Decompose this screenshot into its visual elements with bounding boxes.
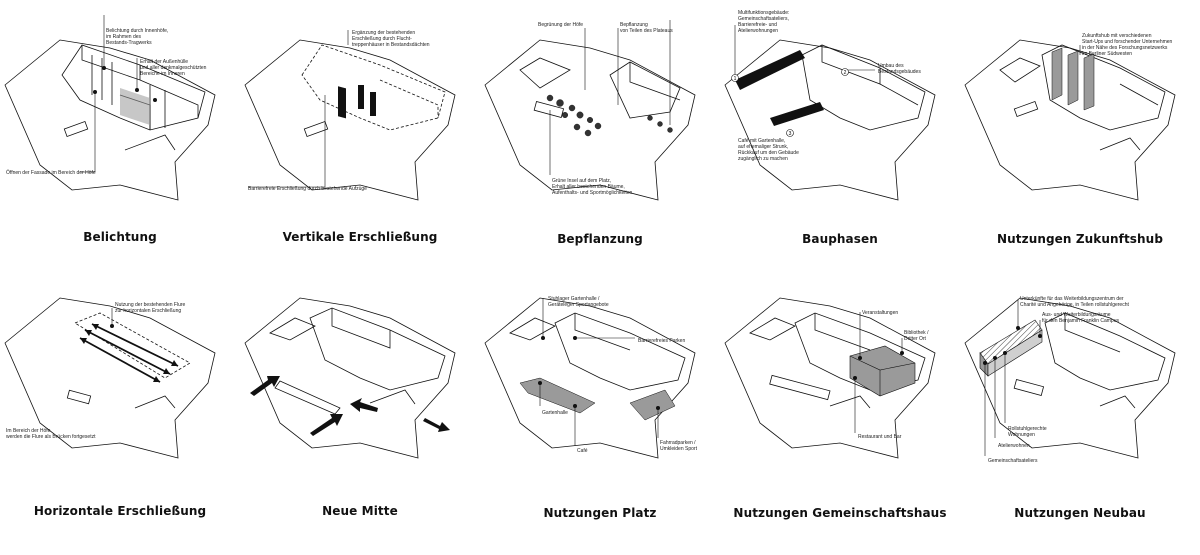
panel-title: Nutzungen Neubau: [1014, 506, 1146, 520]
stair-core: [370, 92, 376, 116]
annotation: Café: [577, 448, 588, 454]
panel-title: Nutzungen Zukunftshub: [996, 232, 1164, 246]
panel-title: Nutzungen Gemeinschaftshaus: [733, 506, 947, 520]
axonometric-drawing: [244, 297, 456, 459]
stair-core: [338, 86, 346, 119]
garden-hall: [519, 377, 596, 414]
annotation: Nutzung der bestehenden Flure zur horizo…: [115, 302, 186, 314]
annotation: Erhalt der Außenhülle und aller denkmalg…: [140, 59, 207, 77]
panel-title: Nutzungen Platz: [543, 506, 657, 520]
diagram-panel-nutzungen-platz: Stuhlager Gartenhalle / Geräteleger Spor…: [480, 278, 720, 555]
bike-parking: [629, 389, 676, 421]
annotation: Umbau des Bestandsgebäudes: [878, 63, 921, 75]
corridor-arrows: [79, 323, 179, 383]
cafe-building: [770, 102, 824, 126]
site-outline: [724, 297, 936, 459]
site-outline: [4, 39, 216, 201]
annex: [63, 120, 89, 138]
annotation: Aus- und Weiterbildungsräume für den Ben…: [1042, 312, 1119, 324]
diagram-panel-nutzungen-gemeinschaftshaus: Veranstaltungen Bibliothek / Dritter Ort…: [720, 278, 960, 555]
site-outline: [484, 39, 696, 201]
site-outline: [4, 297, 216, 459]
annotation: Unterkünfte für das Weiterbildungszentru…: [1020, 296, 1129, 308]
diagram-panel-horizontale-erschliessung: Nutzung der bestehenden Flure zur horizo…: [0, 278, 240, 555]
annotation: Multifunktionsgebäude: Gemeinschaftsatel…: [738, 10, 790, 34]
panel-title: Horizontale Erschließung: [33, 504, 207, 518]
annotation: Gartenhalle: [542, 410, 568, 416]
new-building: [735, 50, 805, 90]
annotation: Bepflanzung von Teilen des Plateaus: [620, 22, 673, 34]
annotation: Belichtung durch Innenhöfe, im Rahmen de…: [106, 28, 169, 46]
panel-title: Belichtung: [83, 230, 157, 244]
annotation: Barrierefreie Erschließung durch bestehe…: [248, 186, 367, 192]
annotation: Ergänzung der bestehenden Erschließung d…: [352, 30, 430, 48]
axonometric-drawing: [484, 20, 696, 201]
annotation: Im Bereich der Höfe werden die Flure als…: [6, 428, 96, 440]
diagram-panel-bauphasen: 1 2 3 Multifunktionsgebäude: Gemeinschafts…: [720, 0, 960, 277]
new-building: [979, 319, 1043, 377]
annotation: Barrierefreies Parken: [638, 338, 686, 344]
annotation: Bibliothek / Dritter Ort: [904, 330, 929, 342]
annotation: Veranstaltungen: [862, 310, 899, 316]
annotation: Begrünung der Höfe: [538, 22, 584, 28]
diagram-panel-vertikale-erschliessung: Ergänzung der bestehenden Erschließung d…: [240, 0, 480, 277]
annotation: Café mit Gartenhalle, auf ehemaliger Str…: [738, 138, 799, 162]
site-outline: [244, 39, 456, 201]
axonometric-drawing: [4, 15, 216, 201]
diagram-panel-nutzungen-zukunftshub: Zukunftshub mit verschiedenen Start-Ups …: [960, 0, 1200, 277]
community-house: [849, 345, 916, 397]
phase-marker-label: 2: [844, 70, 847, 76]
access-arrows: [250, 376, 450, 436]
axonometric-drawing: [484, 297, 696, 459]
annotation: Grüne Insel auf dem Platz, Erhalt aller …: [552, 178, 633, 196]
annotation: Atelierwohnen: [998, 443, 1030, 449]
axonometric-drawing: [964, 297, 1176, 459]
annotation: Rollstuhlgerechte Wohnungen: [1008, 426, 1047, 438]
site-outline: [244, 297, 456, 459]
site-outline: [964, 297, 1176, 459]
panel-title: Bauphasen: [802, 232, 878, 246]
axonometric-drawing: [724, 297, 936, 459]
diagram-panel-bepflanzung: Begrünung der Höfe Bepflanzung von Teile…: [480, 0, 720, 277]
axonometric-drawing: 1 2 3: [724, 25, 936, 201]
axonometric-drawing: [244, 30, 456, 201]
diagram-panel-belichtung: Belichtung durch Innenhöfe, im Rahmen de…: [0, 0, 240, 277]
phase-marker-label: 1: [734, 76, 737, 82]
panel-title: Neue Mitte: [322, 504, 398, 518]
stair-core: [358, 85, 364, 109]
panel-title: Vertikale Erschließung: [282, 230, 438, 244]
phase-marker-label: 3: [789, 131, 792, 137]
site-outline: [964, 39, 1176, 201]
annotation: Restaurant und Bar: [858, 434, 902, 440]
diagram-panel-nutzungen-neubau: Unterkünfte für das Weiterbildungszentru…: [960, 278, 1200, 555]
diagram-panel-neue-mitte: Neue Mitte: [240, 278, 480, 555]
site-outline: [484, 297, 696, 459]
phase-marker-group: [731, 68, 849, 137]
annotation: Fahrradparken / Umkleiden Sport: [660, 440, 697, 452]
annotation: Zukunftshub mit verschiedenen Start-Ups …: [1082, 33, 1173, 57]
annotation: Öffnen der Fassade im Bereich der Höfe: [6, 170, 96, 176]
panel-title: Bepflanzung: [557, 232, 643, 246]
axonometric-drawing: [4, 297, 216, 459]
annotation: Stuhlager Gartenhalle / Geräteleger Spor…: [548, 296, 609, 308]
central-square: [274, 380, 341, 415]
tree-group: [546, 94, 673, 137]
axonometric-drawing: [964, 39, 1176, 201]
annotation: Gemeinschaftsateliers: [988, 458, 1038, 464]
hub-volume-group: [1051, 47, 1095, 111]
